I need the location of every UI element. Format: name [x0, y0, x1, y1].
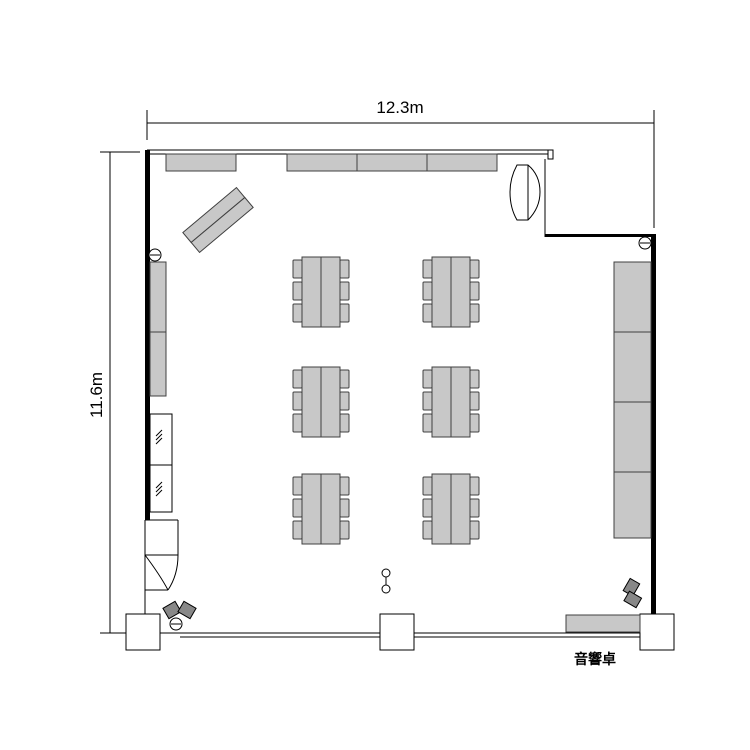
height-dimension: 11.6m: [87, 151, 140, 634]
chair: [422, 498, 433, 518]
chair: [292, 391, 303, 411]
chair: [292, 476, 303, 496]
chair: [292, 303, 303, 323]
chair: [292, 520, 303, 540]
chair: [292, 413, 303, 433]
table-clusters: [292, 256, 480, 545]
column-bottom-left: [125, 613, 161, 651]
width-label: 12.3m: [376, 98, 423, 117]
width-dimension: 12.3m: [146, 98, 655, 228]
chair: [422, 259, 433, 279]
column-bottom-center: [379, 613, 415, 651]
chair: [339, 303, 350, 323]
chair: [422, 369, 433, 389]
chair: [422, 476, 433, 496]
chair: [339, 369, 350, 389]
chair: [422, 303, 433, 323]
chair: [339, 498, 350, 518]
door-left[interactable]: [144, 520, 179, 591]
left-cabinets: [148, 248, 167, 397]
chair: [292, 369, 303, 389]
chair: [469, 369, 480, 389]
table-cluster: [422, 366, 480, 438]
chair: [469, 498, 480, 518]
speaker-left: [162, 600, 197, 631]
microphone-icon: [381, 568, 391, 594]
chair: [469, 259, 480, 279]
chair: [469, 476, 480, 496]
chair: [422, 413, 433, 433]
chair: [469, 520, 480, 540]
columns: [125, 613, 675, 651]
table-cluster: [292, 256, 350, 328]
sound-desk-label: 音響卓: [574, 651, 616, 668]
right-cabinets: [613, 236, 652, 539]
chair: [469, 391, 480, 411]
table-cluster: [292, 366, 350, 438]
height-label: 11.6m: [87, 372, 106, 418]
chair: [422, 520, 433, 540]
table-cluster: [422, 473, 480, 545]
angled-table: [182, 186, 254, 254]
table-cluster: [422, 256, 480, 328]
chair: [339, 259, 350, 279]
column-bottom-right: [639, 613, 675, 651]
chair: [422, 391, 433, 411]
chair: [339, 391, 350, 411]
chair: [422, 281, 433, 301]
speaker-right: [622, 577, 643, 609]
chair: [339, 520, 350, 540]
left-shelf: [149, 413, 173, 513]
chair: [469, 303, 480, 323]
chair: [339, 281, 350, 301]
sound-desk: 音響卓: [565, 614, 641, 668]
chair: [292, 498, 303, 518]
chair: [292, 259, 303, 279]
table-cluster: [292, 473, 350, 545]
chair: [339, 476, 350, 496]
door-top-right[interactable]: [498, 153, 548, 221]
chair: [292, 281, 303, 301]
chair: [339, 413, 350, 433]
chair: [469, 413, 480, 433]
top-counters: [165, 153, 498, 172]
chair: [469, 281, 480, 301]
